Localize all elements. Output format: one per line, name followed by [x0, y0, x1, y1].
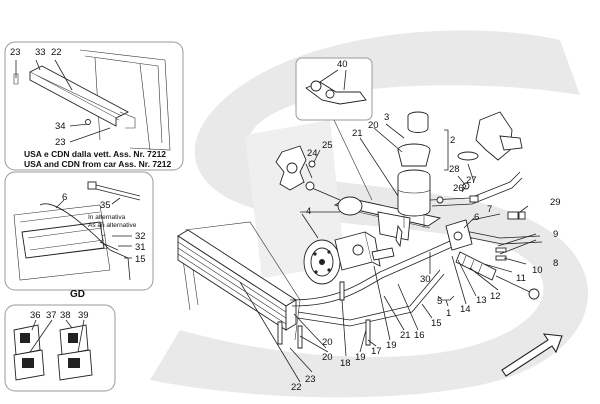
note-en: As an alternative [88, 222, 137, 229]
label-8: 8 [553, 258, 558, 269]
note-it: In alternativa [88, 214, 126, 221]
label-27: 27 [466, 175, 477, 186]
label-35: 35 [100, 200, 111, 211]
label-25: 25 [322, 140, 333, 151]
watermark-logo [150, 30, 588, 398]
inset-mid-left: 6 35 In alternativa As an alternative 32… [4, 171, 154, 300]
inset-top-left: 23 33 22 34 23 USA e CDN dalla vett. Ass… [4, 41, 184, 171]
label-19-left: 19 [355, 352, 366, 363]
label-22: 22 [291, 382, 302, 393]
clip-39 [57, 349, 93, 381]
label-6-inset: 6 [62, 192, 67, 203]
label-33: 33 [35, 47, 46, 58]
label-28: 28 [449, 164, 460, 175]
label-5: 5 [437, 296, 442, 307]
label-40: 40 [337, 59, 348, 70]
bracket-right [457, 111, 523, 161]
oil-cooler-inset [29, 65, 136, 129]
label-7: 7 [487, 204, 492, 215]
direction-arrow [501, 333, 563, 377]
label-20-low: 20 [322, 352, 333, 363]
label-24: 24 [307, 148, 318, 159]
steering-rack [333, 196, 442, 248]
label-11: 11 [516, 273, 526, 284]
label-9: 9 [553, 229, 558, 240]
detail-40 [295, 57, 373, 201]
callouts: 40 3 20 21 2 25 24 4 28 26 27 7 6 29 9 8… [291, 59, 561, 393]
steering-knuckle [275, 145, 307, 191]
label-38: 38 [60, 310, 71, 321]
caption-en: USA and CDN from car Ass. Nr. 7212 [24, 159, 171, 169]
label-23-top: 23 [10, 47, 21, 58]
label-22-top: 22 [51, 47, 62, 58]
label-37: 37 [46, 310, 57, 321]
valve-block [445, 219, 473, 251]
label-10: 10 [532, 265, 543, 276]
leader-lines [239, 123, 537, 383]
label-15-inset: 15 [135, 254, 146, 265]
label-18: 18 [340, 358, 351, 369]
label-31: 31 [135, 242, 146, 253]
label-29: 29 [550, 197, 561, 208]
label-20-top: 20 [368, 120, 379, 131]
clip-38 [59, 324, 89, 356]
label-15: 15 [431, 318, 442, 329]
tie-rod-left [305, 181, 341, 201]
power-steering-pump [334, 231, 395, 271]
oil-cooler [177, 229, 297, 331]
label-23-bottom: 23 [55, 137, 66, 148]
label-39: 39 [78, 310, 89, 321]
label-4: 4 [306, 206, 311, 217]
label-26: 26 [453, 183, 464, 194]
label-17: 17 [371, 346, 382, 357]
label-6: 6 [474, 212, 479, 223]
fittings [277, 160, 526, 349]
clip-36 [13, 324, 41, 356]
label-13: 13 [476, 295, 487, 306]
label-23: 23 [305, 374, 316, 385]
inset-bottom-left: 36 37 38 39 [4, 304, 116, 392]
clip-37 [13, 349, 45, 381]
label-30: 30 [420, 274, 431, 285]
label-32: 32 [135, 231, 146, 242]
label-12: 12 [490, 291, 501, 302]
label-14: 14 [460, 304, 471, 315]
label-34: 34 [55, 121, 66, 132]
main-assembly: 40 3 20 21 2 25 24 4 28 26 27 7 6 29 9 8… [177, 57, 563, 393]
label-16: 16 [414, 330, 425, 341]
pump-pulley [303, 239, 341, 285]
label-20-mid: 20 [322, 337, 333, 348]
label-19-right: 19 [386, 340, 397, 351]
label-21-top: 21 [352, 128, 363, 139]
label-3: 3 [384, 112, 389, 123]
variant-label-gd: GD [70, 289, 85, 300]
label-21-bottom: 21 [400, 330, 411, 341]
label-1: 1 [446, 308, 451, 319]
fluid-reservoir [397, 111, 431, 228]
caption-it: USA e CDN dalla vett. Ass. Nr. 7212 [24, 149, 166, 159]
hose-alternative [87, 181, 141, 201]
label-36: 36 [30, 310, 41, 321]
label-2: 2 [450, 135, 455, 146]
